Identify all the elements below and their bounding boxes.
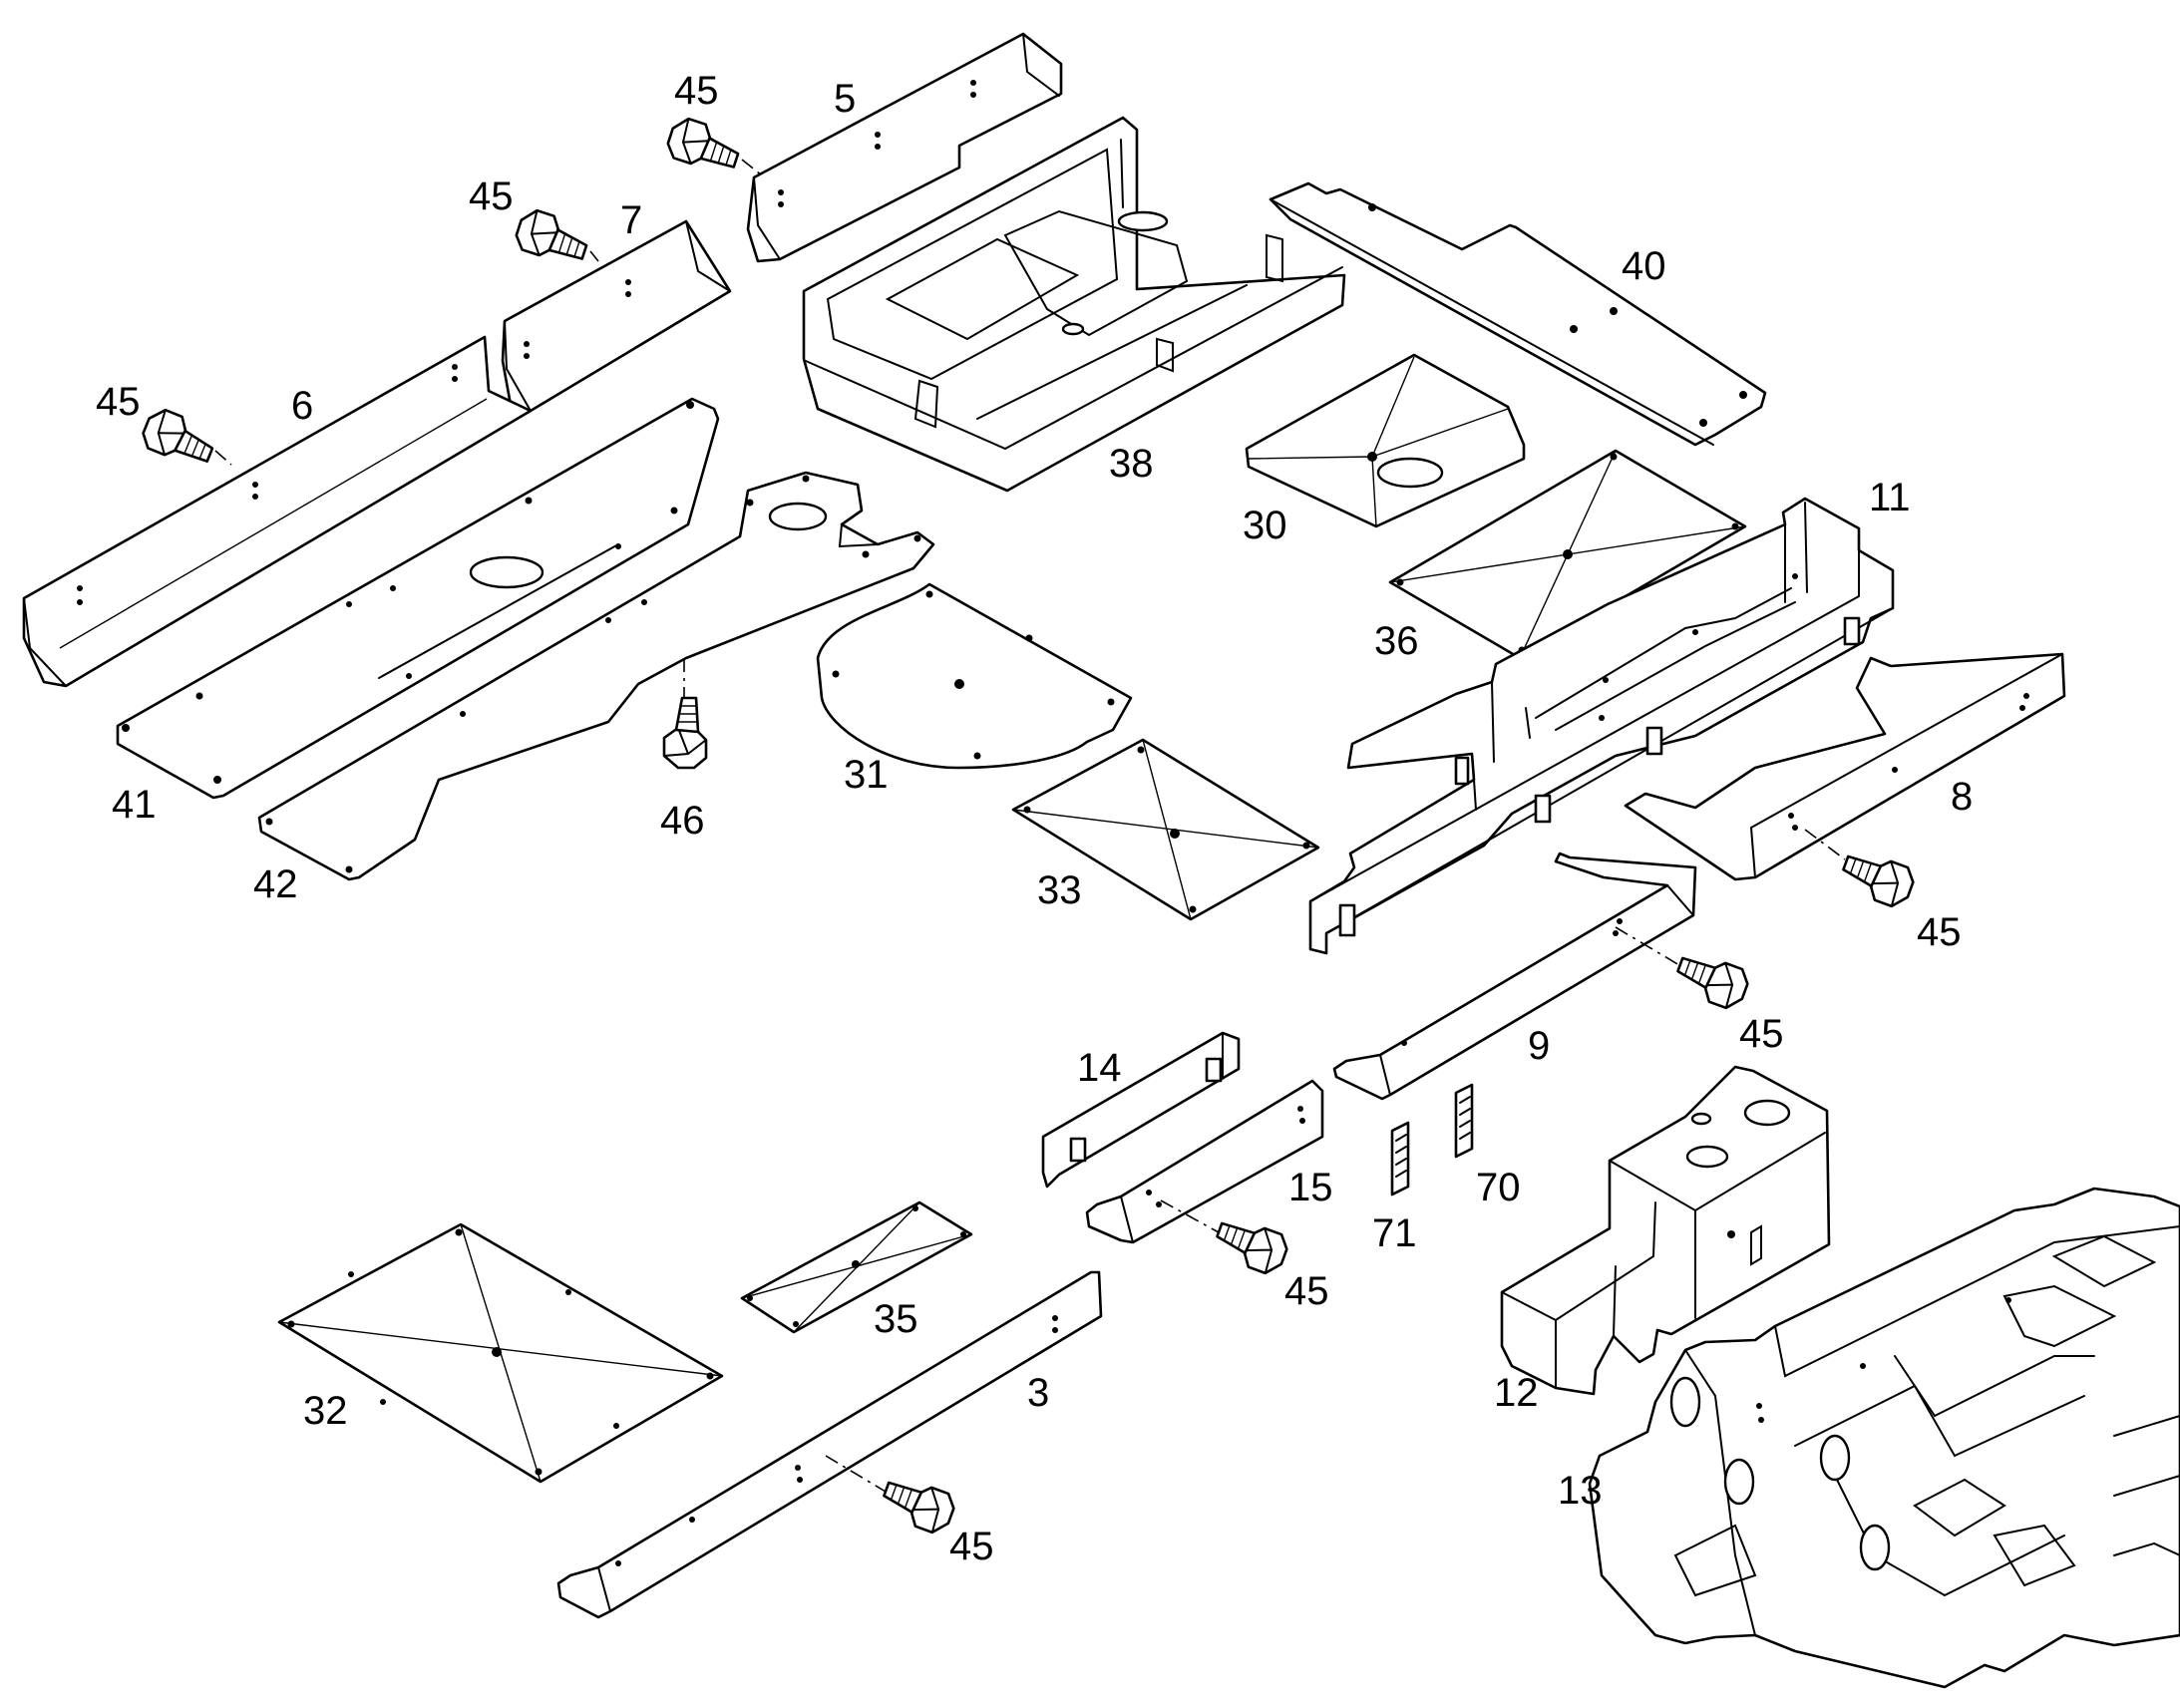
axis-line-g [825, 1455, 887, 1493]
callout-13: 13 [1558, 1469, 1603, 1513]
callout-71: 71 [1372, 1211, 1417, 1255]
callout-46: 46 [660, 799, 705, 843]
part-32-large-plate [277, 1222, 724, 1484]
part-9-angle [1332, 852, 1697, 1101]
part-33-plate [1011, 738, 1320, 921]
part-3-long-angle [556, 1270, 1103, 1619]
part-30-round-hole-plate [1245, 353, 1526, 528]
part-13-main-frame [1588, 1187, 2180, 1689]
axis-line-f [1160, 1199, 1220, 1233]
callout-32: 32 [303, 1389, 348, 1433]
part-36-plate [1388, 449, 1747, 660]
callout-45: 45 [1739, 1012, 1784, 1056]
bolt-45-b [511, 205, 593, 270]
callout-42: 42 [253, 862, 298, 906]
callout-5: 5 [834, 77, 856, 121]
callout-8: 8 [1951, 775, 1973, 819]
axis-line-a [741, 159, 763, 176]
part-14-bracket [1041, 1031, 1241, 1189]
callout-9: 9 [1528, 1024, 1550, 1068]
callout-33: 33 [1037, 868, 1082, 912]
part-35-plate [740, 1200, 973, 1334]
part-31-d-plate [816, 582, 1133, 770]
callout-70: 70 [1476, 1166, 1521, 1209]
part-11-frame-beam [1308, 497, 1895, 955]
callout-41: 41 [112, 783, 157, 827]
part-8-angle [1624, 652, 2066, 881]
callout-36: 36 [1374, 619, 1419, 663]
callout-45: 45 [96, 380, 141, 424]
part-6-long-angle [22, 335, 533, 688]
callout-45: 45 [1917, 910, 1962, 954]
callout-35: 35 [874, 1297, 918, 1341]
part-71-decal [1390, 1121, 1410, 1196]
callout-15: 15 [1288, 1166, 1333, 1209]
part-42-shaped-plate [257, 471, 935, 881]
callout-30: 30 [1243, 504, 1287, 547]
part-40-long-plate [1269, 181, 1767, 447]
callout-45: 45 [1284, 1269, 1329, 1313]
callout-11: 11 [1869, 476, 1911, 519]
axis-line-c [214, 450, 232, 466]
callouts: 5 45 7 45 6 45 40 38 30 11 36 41 46 31 4… [96, 69, 1973, 1568]
part-41-long-plate [116, 397, 720, 800]
bolt-45-d [1835, 846, 1919, 912]
callout-6: 6 [291, 384, 313, 428]
bolt-45-g [876, 1472, 959, 1538]
axis-line-e [1615, 926, 1680, 966]
part-5-angle-rail [746, 32, 1063, 263]
callout-14: 14 [1077, 1046, 1122, 1090]
callout-45: 45 [949, 1525, 994, 1568]
callout-12: 12 [1494, 1371, 1539, 1415]
bolt-45-c [137, 404, 221, 473]
callout-45: 45 [469, 174, 514, 218]
axis-line-d [1804, 829, 1846, 860]
callout-31: 31 [844, 753, 889, 797]
callout-3: 3 [1027, 1371, 1049, 1415]
callout-40: 40 [1622, 244, 1666, 288]
part-15-angle [1085, 1079, 1324, 1244]
part-12-tank [1500, 1065, 1831, 1396]
callout-7: 7 [620, 198, 642, 242]
part-38-tray [802, 116, 1346, 493]
bolt-45-f [1209, 1212, 1292, 1279]
part-70-decal [1454, 1083, 1474, 1159]
bolt-46 [662, 696, 708, 770]
bolt-45-e [1669, 947, 1753, 1014]
callout-38: 38 [1109, 442, 1154, 486]
callout-45: 45 [674, 69, 719, 113]
axis-line-b [589, 250, 599, 262]
bolt-45-a [662, 114, 745, 178]
